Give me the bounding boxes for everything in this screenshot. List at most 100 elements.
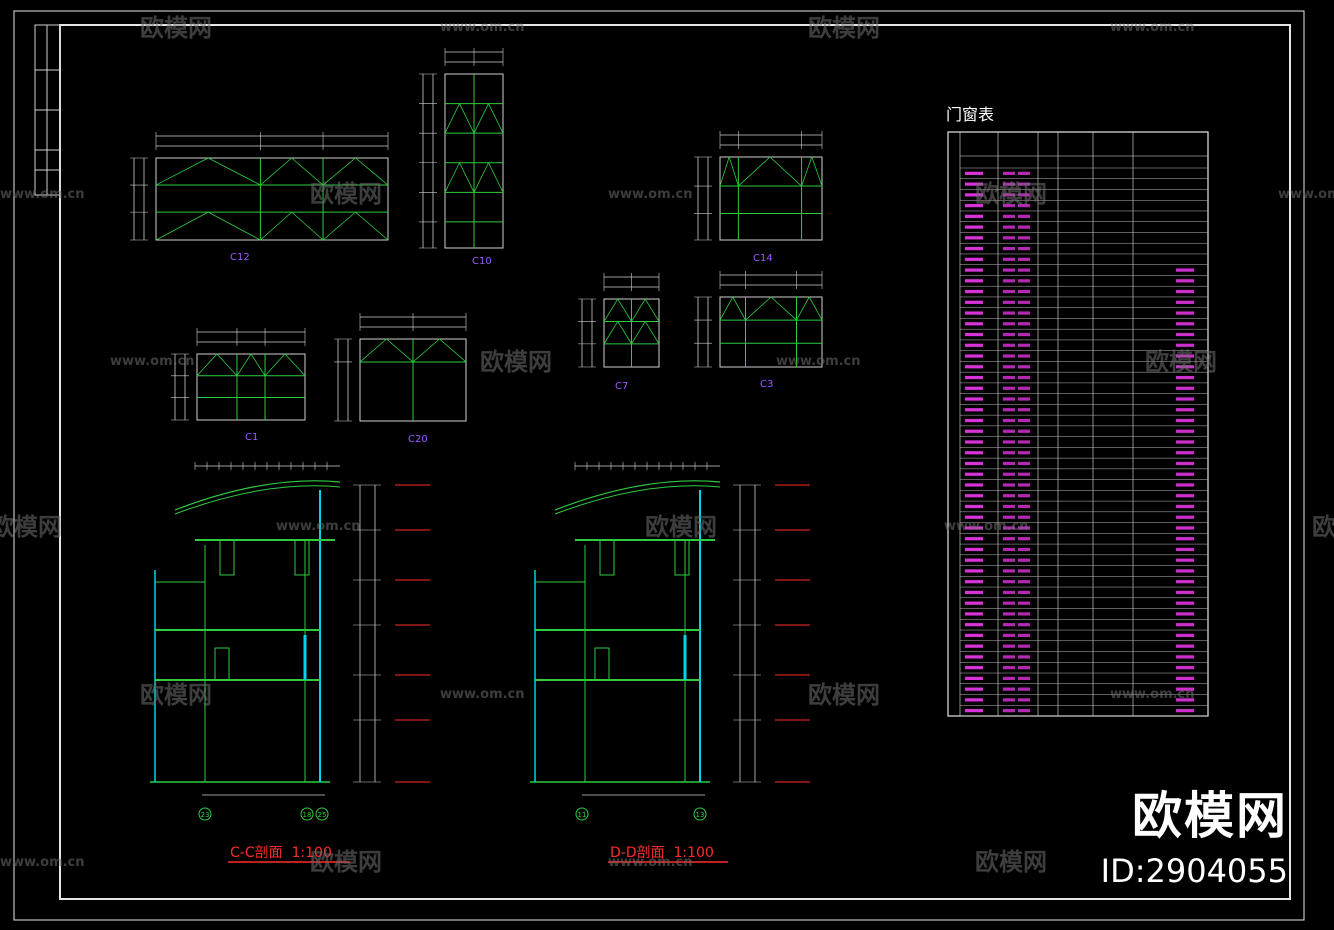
schedule-cell-mark (1176, 440, 1194, 444)
schedule-cell-mark (1003, 408, 1015, 412)
schedule-cell-mark (1176, 268, 1194, 272)
schedule-cell-mark (1018, 590, 1030, 595)
schedule-cell-mark (1003, 633, 1015, 638)
watermark-brand: 欧模网 (310, 180, 382, 208)
schedule-cell-mark (1003, 343, 1015, 347)
elevation-label-c20: C20 (408, 434, 428, 445)
opening-indicator (322, 211, 389, 241)
schedule-cell-mark (1003, 461, 1015, 466)
schedule-cell-mark (965, 203, 983, 208)
roof-curve (554, 480, 721, 511)
window-frame (155, 157, 389, 241)
opening-indicator (603, 320, 632, 345)
schedule-cell-mark (965, 365, 983, 369)
svg-text:25: 25 (318, 811, 327, 819)
opening-indicator (359, 338, 414, 363)
watermark-url: www.om.cn (276, 519, 361, 534)
schedule-cell-mark (1003, 386, 1015, 390)
schedule-cell-mark (1176, 569, 1194, 573)
schedule-title: 门窗表 (946, 105, 994, 124)
schedule-cell-mark (1176, 623, 1194, 627)
schedule-cell-mark (1003, 547, 1015, 552)
schedule-cell-mark (1018, 408, 1030, 412)
watermark-url: www.om.cn (0, 187, 85, 202)
schedule-cell-mark (1018, 311, 1030, 315)
schedule-cell-mark (1003, 418, 1015, 423)
watermark-brand: 欧模网 (645, 513, 717, 541)
schedule-cell-mark (965, 397, 983, 401)
schedule-cell-mark (1018, 397, 1030, 401)
schedule-cell-mark (965, 171, 983, 175)
schedule-cell-mark (1018, 472, 1030, 476)
opening-indicator (322, 157, 389, 186)
schedule-cell-mark (1003, 666, 1015, 670)
schedule-cell-mark (1018, 547, 1030, 552)
watermark-url: www.om.cn (944, 519, 1029, 534)
opening-indicator (155, 157, 261, 186)
schedule-cell-mark (1003, 601, 1015, 605)
schedule-cell-mark (1018, 322, 1030, 326)
schedule-cell-mark (1018, 483, 1030, 487)
schedule-cell-mark (965, 472, 983, 476)
schedule-cell-mark (1176, 612, 1194, 616)
roof-curve (174, 480, 341, 511)
schedule-cell-mark (965, 461, 983, 466)
schedule-cell-mark (1003, 504, 1015, 509)
schedule-cell-mark (965, 279, 983, 283)
watermark-url: www.om.cn (1110, 687, 1195, 702)
schedule-cell-mark (1018, 332, 1030, 337)
schedule-cell-mark (1176, 332, 1194, 337)
grid-bubble-cc-23: 23 (198, 807, 212, 821)
schedule-cell-mark (1018, 569, 1030, 573)
schedule-cell-mark (1018, 494, 1030, 498)
schedule-cell-mark (1176, 655, 1194, 659)
schedule-cell-mark (1176, 322, 1194, 326)
schedule-cell-mark (1176, 429, 1194, 433)
watermark-url: www.om.cn (440, 687, 525, 702)
schedule-cell-mark (1018, 193, 1030, 197)
schedule-cell-mark (1176, 687, 1194, 691)
watermark-url: www.om.cn (1278, 187, 1334, 202)
schedule-cell-mark (1176, 547, 1194, 552)
watermark-url: www.om.cn (0, 855, 85, 870)
schedule-cell-mark (965, 483, 983, 487)
schedule-cell-mark (1176, 494, 1194, 498)
schedule-cell-mark (1003, 182, 1015, 186)
schedule-cell-mark (1003, 709, 1015, 713)
schedule-cell-mark (1003, 429, 1015, 433)
schedule-cell-mark (1018, 709, 1030, 713)
schedule-cell-mark (1018, 365, 1030, 369)
schedule-cell-mark (1003, 580, 1015, 584)
opening-indicator (738, 156, 802, 187)
schedule-cell-mark (965, 451, 983, 455)
section-cc (150, 462, 430, 796)
schedule-cell-mark (1018, 461, 1030, 466)
window-elevation-c14 (694, 131, 823, 241)
watermark-brand: 欧模网 (1312, 513, 1334, 541)
schedule-cell-mark (1018, 612, 1030, 616)
schedule-cell-mark (1018, 623, 1030, 627)
schedule-cell-mark (965, 623, 983, 627)
watermark-url: www.om.cn (440, 20, 525, 35)
schedule-cell-mark (1003, 203, 1015, 208)
schedule-cell-mark (1003, 676, 1015, 681)
elevation-label-c7: C7 (615, 381, 628, 392)
window-opening (294, 539, 310, 576)
schedule-cell-mark (1176, 461, 1194, 466)
window-elevation-c1 (171, 328, 306, 421)
schedule-cell-mark (1176, 311, 1194, 315)
model-id: ID:2904055 (1100, 852, 1288, 890)
schedule-cell-mark (965, 494, 983, 498)
opening-indicator (412, 338, 467, 363)
schedule-cell-mark (965, 408, 983, 412)
schedule-cell-mark (1018, 246, 1030, 251)
elevation-label-c1: C1 (245, 432, 258, 443)
window-opening (219, 539, 235, 576)
schedule-cell-mark (1003, 354, 1015, 358)
schedule-cell-mark (1018, 386, 1030, 390)
opening-indicator (196, 353, 238, 377)
schedule-cell-mark (1003, 375, 1015, 380)
grid-bubble-dd-13: 13 (693, 807, 707, 821)
schedule-cell-mark (965, 193, 983, 197)
